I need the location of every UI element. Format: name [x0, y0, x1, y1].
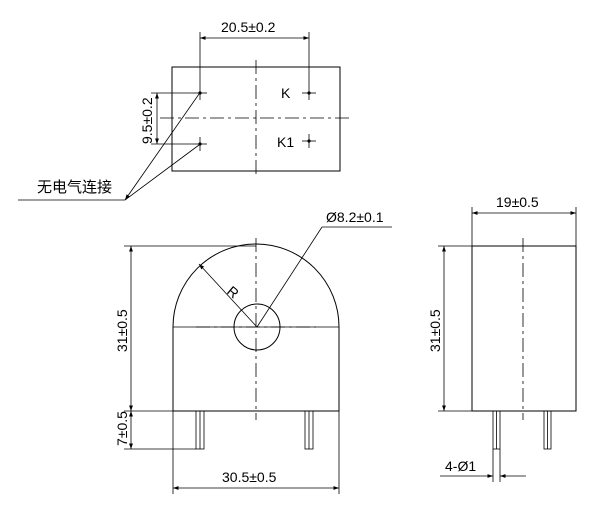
dim-front-width: 30.5±0.5: [172, 411, 340, 494]
front-view-body: [172, 243, 340, 412]
hole-diameter-leader: [256, 226, 323, 328]
note-no-connection: 无电气连接: [37, 178, 112, 196]
dim-side-height: 31±0.5: [427, 245, 472, 412]
pin-k: [302, 86, 316, 100]
label-k1: K1: [277, 134, 294, 150]
no-connection-leaders: [18, 93, 200, 201]
dim-pin-pitch: 9.5±0.2: [139, 92, 193, 145]
dim-hole-diameter: Ø8.2±0.1: [326, 209, 384, 225]
dim-pin-diameter: 4-Ø1: [440, 449, 526, 482]
dim-pin-spacing-text: 20.5±0.2: [221, 19, 276, 35]
label-radius: R: [224, 283, 242, 302]
pin-top-left: [193, 86, 207, 100]
pin-bottom-left: [193, 137, 207, 151]
front-view: R Ø8.2±0.1 31±0.5 7±0.5 30.5±0.5: [114, 209, 392, 494]
dim-front-height: 31±0.5: [114, 245, 256, 412]
dim-side-depth-text: 19±0.5: [496, 194, 539, 210]
dim-pin-length: 7±0.5: [114, 411, 196, 450]
dim-pin-spacing: 20.5±0.2: [199, 19, 310, 86]
dim-pin-length-text: 7±0.5: [114, 411, 130, 446]
side-view-body: [471, 245, 577, 412]
dim-pin-diameter-text: 4-Ø1: [445, 458, 476, 474]
center-hole: [233, 303, 281, 351]
radius-leader: [198, 263, 258, 328]
dim-front-width-text: 30.5±0.5: [222, 469, 277, 485]
dim-side-depth: 19±0.5: [471, 194, 577, 246]
dim-pin-pitch-text: 9.5±0.2: [139, 97, 155, 144]
side-view: 19±0.5 31±0.5 4-Ø1: [427, 194, 577, 482]
pin-k1: [302, 134, 316, 148]
dim-side-height-text: 31±0.5: [427, 309, 443, 352]
dim-front-height-text: 31±0.5: [114, 309, 130, 352]
top-view: K K1 20.5±0.2 9.5±0.2 无电气连接: [18, 19, 352, 201]
label-k: K: [281, 85, 291, 101]
